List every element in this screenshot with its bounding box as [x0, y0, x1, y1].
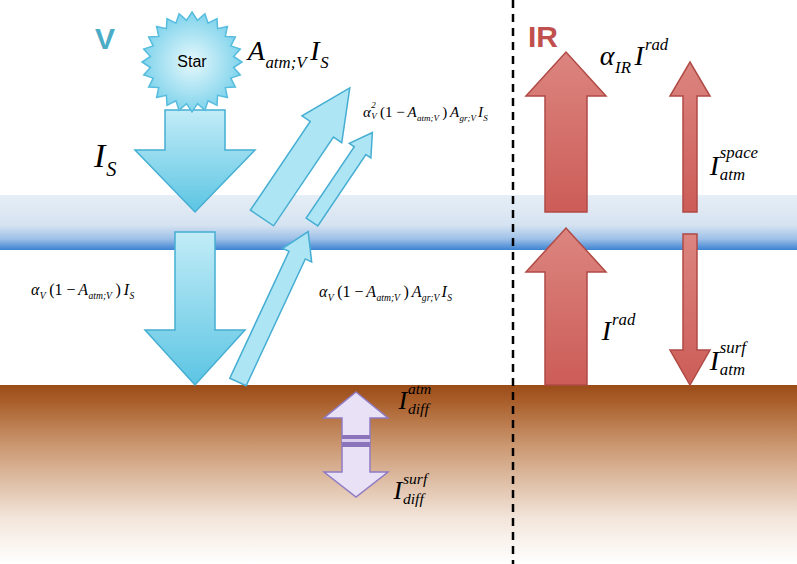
- diffusion-arrow: [324, 392, 388, 497]
- ground: [0, 385, 797, 564]
- math-symbol: α: [363, 104, 371, 120]
- formula: Irad: [600, 305, 635, 354]
- math-symbol: I: [94, 137, 105, 174]
- flux-arrow: [135, 110, 255, 212]
- formula: αIRIrad: [598, 30, 668, 85]
- math-symbol: α: [319, 283, 327, 300]
- script-stack: surfdiff: [403, 469, 427, 510]
- flux-arrow: [145, 232, 245, 385]
- formula: V: [95, 16, 115, 63]
- math-symbol: α: [31, 281, 39, 298]
- ir-arrow: [670, 62, 710, 212]
- formula: αV(1 −Aatm;V)Agr;VIS: [318, 280, 453, 308]
- subscript: IR: [615, 58, 631, 77]
- math-symbol: I: [442, 283, 447, 300]
- subscript: atm;V: [265, 53, 306, 72]
- panel-title: IR: [528, 20, 558, 53]
- formula: αV(1 −Aatm;V)IS: [30, 278, 135, 306]
- divider-line: [512, 0, 515, 564]
- math-symbol: A: [407, 104, 416, 120]
- superscript: 2: [371, 100, 377, 112]
- star-outline: [142, 12, 242, 112]
- flux-arrow: [301, 125, 383, 229]
- subscript: S: [129, 290, 134, 301]
- flux-arrow: [223, 225, 322, 389]
- math-symbol: I: [710, 150, 719, 181]
- script-stack: surfatm: [720, 337, 746, 381]
- formula: Isurfatm: [708, 330, 748, 389]
- diffusion-band: [342, 435, 370, 447]
- superscript: rad: [612, 310, 635, 329]
- math-symbol: I: [394, 476, 403, 505]
- math-symbol: I: [710, 345, 719, 376]
- subscript: diff: [403, 489, 427, 509]
- script-stack: 2V: [371, 100, 377, 123]
- ir-arrow: [526, 52, 606, 212]
- math-symbol: A: [248, 35, 265, 66]
- math-symbol: A: [450, 104, 459, 120]
- formula: Ispaceatm: [708, 135, 760, 194]
- panel-title: V: [95, 22, 115, 55]
- formula: IR: [528, 14, 558, 61]
- math-operator: ): [116, 281, 121, 298]
- subscript: atm;V: [417, 113, 439, 123]
- formula: Iatmdiff: [397, 372, 433, 427]
- formula: IS: [92, 130, 119, 189]
- math-operator: (1 −: [380, 104, 405, 120]
- atmosphere-band: [0, 195, 797, 250]
- math-symbol: I: [399, 386, 408, 415]
- star-label: Star: [177, 53, 206, 71]
- math-symbol: A: [412, 283, 422, 300]
- math-symbol: I: [478, 104, 483, 120]
- subscript: atm: [720, 359, 746, 381]
- math-symbol: α: [600, 40, 615, 71]
- superscript: surf: [403, 469, 427, 489]
- math-symbol: I: [635, 40, 644, 71]
- math-operator: ): [442, 104, 447, 120]
- math-symbol: I: [310, 35, 319, 66]
- formula: Isurfdiff: [392, 462, 429, 517]
- formula: α2V(1 −Aatm;V)Agr;VIS: [362, 96, 489, 128]
- subscript: atm: [720, 164, 758, 186]
- math-operator: (1 −: [49, 281, 75, 298]
- subscript: S: [320, 53, 328, 72]
- math-symbol: A: [366, 283, 376, 300]
- superscript: atm: [408, 379, 431, 399]
- formula: Aatm;VIS: [246, 30, 331, 80]
- math-symbol: A: [78, 281, 88, 298]
- math-operator: ): [404, 283, 409, 300]
- subscript: atm;V: [377, 292, 400, 303]
- superscript: space: [720, 142, 758, 164]
- subscript: atm;V: [89, 290, 112, 301]
- superscript: surf: [720, 337, 746, 359]
- subscript: V: [40, 290, 46, 301]
- subscript: S: [447, 292, 452, 303]
- ir-arrow: [670, 234, 710, 385]
- subscript: S: [483, 113, 488, 123]
- script-stack: atmdiff: [408, 379, 431, 420]
- script-stack: spaceatm: [720, 142, 758, 186]
- subscript: V: [371, 111, 377, 123]
- subscript: gr;V: [422, 292, 440, 303]
- subscript: gr;V: [460, 113, 477, 123]
- ir-arrow: [526, 228, 606, 385]
- superscript: rad: [645, 35, 668, 54]
- math-symbol: I: [602, 315, 611, 346]
- subscript: diff: [408, 399, 431, 419]
- subscript: V: [328, 292, 334, 303]
- diffusion-band: [342, 439, 370, 442]
- star-node: Star: [140, 10, 244, 114]
- math-operator: (1 −: [337, 283, 363, 300]
- math-symbol: I: [124, 281, 129, 298]
- subscript: S: [106, 158, 116, 180]
